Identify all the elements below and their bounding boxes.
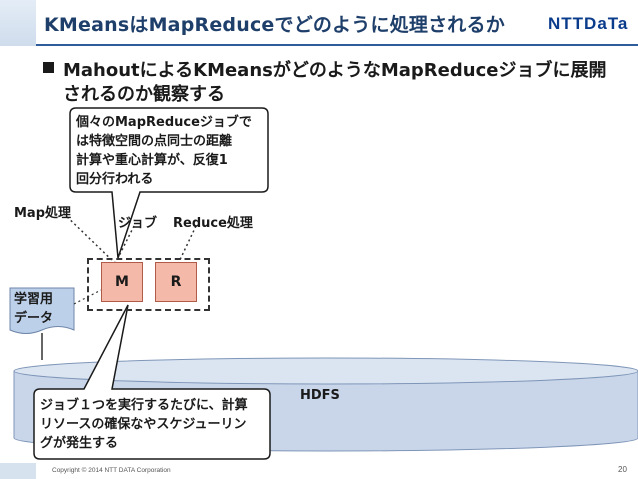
- callout-bottom-line: グが発生する: [40, 436, 119, 451]
- footer-accent: [0, 463, 36, 479]
- data-document-shape: [9, 287, 75, 334]
- callout-bottom-balloon: [33, 304, 271, 460]
- title-accent: [0, 0, 36, 46]
- hdfs-cylinder-top: [13, 357, 638, 385]
- callout-top-line: 個々のMapReduceジョブで: [76, 115, 252, 130]
- title-underline: [36, 44, 638, 46]
- callout-bottom-line: リソースの確保なやスケジューリン: [40, 417, 247, 432]
- bullet-text-line2: されるのか観察する: [63, 84, 225, 105]
- callout-top-line: 回分行われる: [76, 172, 154, 187]
- reduce-task-box: R: [155, 262, 197, 302]
- job-label: ジョブ: [118, 216, 158, 231]
- slide-title: KMeansはMapReduceでどのように処理されるか: [44, 14, 505, 36]
- ntt-data-logo: NTTDaTa: [548, 14, 629, 33]
- data-label-line: データ: [14, 311, 54, 326]
- page-number: 20: [618, 465, 627, 474]
- job-box: [87, 258, 210, 311]
- callout-top-text: 個々のMapReduceジョブで は特徴空間の点同士の距離 計算や重心計算が、反…: [76, 113, 252, 189]
- callout-bottom-text: ジョブ１つを実行するたびに、計算 リソースの確保なやスケジューリン グが発生する: [40, 396, 248, 453]
- callout-top-line: は特徴空間の点同士の距離: [76, 134, 233, 149]
- callout-bottom-line: ジョブ１つを実行するたびに、計算: [40, 398, 248, 413]
- callout-top-balloon: [69, 107, 269, 259]
- reduce-process-label: Reduce処理: [173, 216, 253, 231]
- hdfs-label: HDFS: [300, 388, 340, 403]
- map-process-label: Map処理: [14, 206, 72, 221]
- job-leader-line: [115, 225, 135, 263]
- copyright-text: Copyright © 2014 NTT DATA Corporation: [52, 467, 171, 474]
- reduce-leader-line: [177, 225, 197, 265]
- callout-top-line: 計算や重心計算が、反復1: [76, 153, 228, 168]
- bullet-square-icon: [43, 62, 54, 73]
- learning-data-label: 学習用 データ: [14, 290, 53, 328]
- bullet-text-line1: MahoutによるKMeansがどのようなMapReduceジョブに展開: [63, 60, 607, 81]
- map-leader-line: [59, 209, 119, 267]
- data-label-line: 学習用: [14, 292, 54, 307]
- map-task-box: M: [101, 262, 143, 302]
- title-bar: [0, 0, 638, 46]
